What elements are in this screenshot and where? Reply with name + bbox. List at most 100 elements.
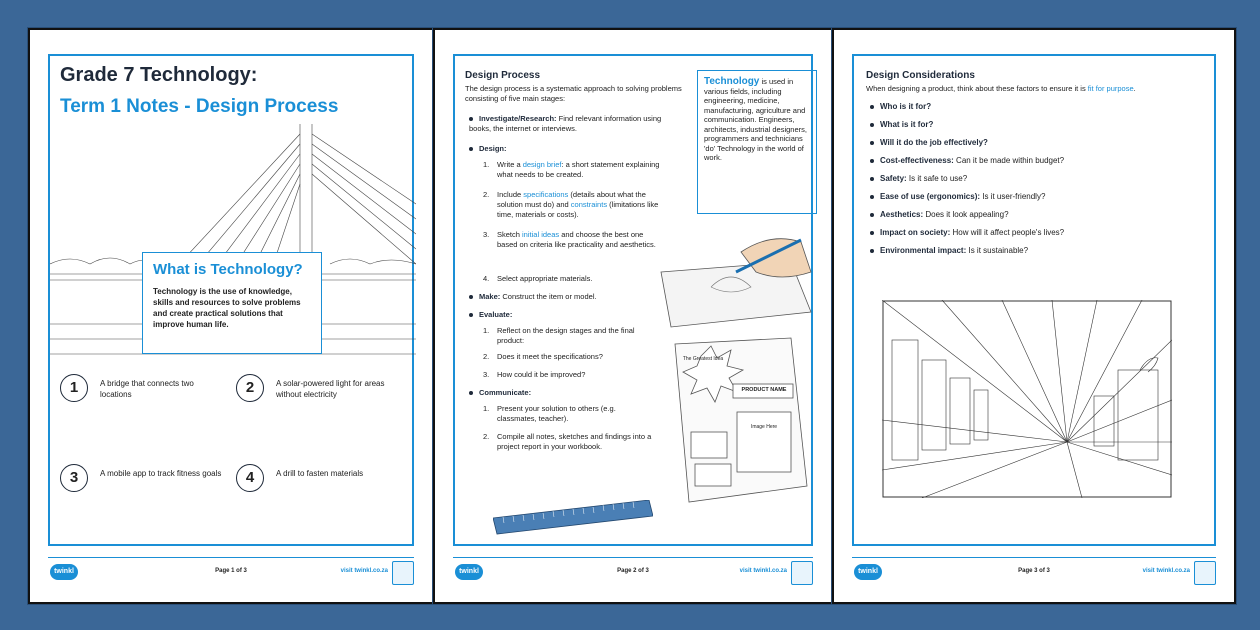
keyword: design brief — [522, 160, 562, 169]
intro-text: When designing a product, think about th… — [866, 84, 1196, 94]
item-text-part: Sketch — [497, 230, 523, 239]
bullet-icon — [870, 104, 874, 109]
page-footer: twinkl Page 2 of 3 visit twinkl.co.za — [453, 557, 813, 588]
stage-label: Design: — [479, 144, 507, 153]
item-text: Select appropriate materials. — [497, 274, 593, 283]
bullet-icon — [469, 147, 473, 152]
intro-text: The design process is a systematic appro… — [465, 84, 682, 103]
poster-burst-text: The Greatest Idea — [682, 356, 724, 362]
stage-evaluate: Evaluate: — [469, 310, 512, 320]
consideration-label: Cost-effectiveness: — [880, 156, 954, 165]
stage-label: Investigate/Research: — [479, 114, 557, 123]
box-text: Technology is the use of knowledge, skil… — [153, 287, 301, 329]
page-number: Page 1 of 3 — [215, 568, 247, 574]
item-number: 2. — [483, 190, 490, 199]
consideration-label: Who is it for? — [880, 102, 932, 111]
page-footer: twinkl Page 3 of 3 visit twinkl.co.za — [852, 557, 1216, 588]
keyword: specifications — [523, 190, 569, 199]
page-number: Page 2 of 3 — [617, 568, 649, 574]
bullet-icon — [870, 248, 874, 253]
bullet-icon — [870, 176, 874, 181]
technology-info-box: Technology is used in various fields, in… — [697, 70, 817, 214]
perspective-street-sketch — [882, 300, 1172, 498]
consideration-text: Is it user-friendly? — [980, 192, 1046, 201]
example-text: A bridge that connects two locations — [100, 379, 194, 399]
stage-label: Make: — [479, 292, 501, 301]
stage-label: Communicate: — [479, 388, 532, 397]
item-number: 3. — [483, 230, 490, 239]
page-3: Design Considerations When designing a p… — [832, 28, 1236, 604]
ruler-illustration — [493, 500, 653, 535]
consideration-label: Aesthetics: — [880, 210, 924, 219]
item-number: 1. — [483, 326, 490, 335]
footer-url: visit twinkl.co.za — [1142, 568, 1190, 574]
item-text-part: Include — [497, 190, 524, 199]
item-text: How could it be improved? — [497, 370, 586, 379]
keyword: constraints — [570, 200, 608, 209]
consideration-label: Ease of use (ergonomics): — [880, 192, 981, 201]
consideration-text: Is it safe to use? — [906, 174, 968, 183]
consideration-item: Cost-effectiveness: Can it be made withi… — [870, 156, 1064, 166]
intro-text-part: When designing a product, think about th… — [866, 84, 1088, 93]
footer-url: visit twinkl.co.za — [739, 568, 787, 574]
section-heading: Design Process — [465, 70, 541, 81]
consideration-item: Safety: Is it safe to use? — [870, 174, 967, 184]
example-number: 1 — [60, 374, 88, 402]
keyword: initial ideas — [522, 230, 560, 239]
bullet-icon — [870, 212, 874, 217]
info-box-text: is used in various fields, including eng… — [704, 77, 807, 162]
example-text: A drill to fasten materials — [276, 469, 364, 478]
item-text: Reflect on the design stages and the fin… — [497, 326, 635, 345]
bullet-icon — [870, 158, 874, 163]
poster-image-placeholder: Image Here — [750, 424, 778, 430]
stage-text: Construct the item or model. — [502, 292, 597, 301]
stage-label: Evaluate: — [479, 310, 513, 319]
consideration-text: Does it look appealing? — [923, 210, 1009, 219]
keyword: fit for purpose — [1087, 84, 1134, 93]
item-text-part: (limitations like time, materials or cos… — [497, 200, 659, 219]
consideration-item: Environmental impact: Is it sustainable? — [870, 246, 1028, 256]
item-text-part: Write a — [497, 160, 523, 169]
item-number: 2. — [483, 352, 490, 361]
bullet-icon — [469, 117, 473, 122]
consideration-item: What is it for? — [870, 120, 933, 130]
bullet-icon — [469, 313, 473, 318]
item-number: 2. — [483, 432, 490, 441]
stage-design: Design: — [469, 144, 507, 154]
consideration-item: Ease of use (ergonomics): Is it user-fri… — [870, 192, 1045, 202]
consideration-item: Aesthetics: Does it look appealing? — [870, 210, 1009, 220]
item-text: Present your solution to others (e.g. cl… — [497, 404, 616, 423]
box-title: What is Technology? — [153, 261, 303, 278]
example-number: 2 — [236, 374, 264, 402]
item-number: 1. — [483, 404, 490, 413]
example-text: A solar-powered light for areas without … — [276, 379, 385, 399]
consideration-label: What is it for? — [880, 120, 934, 129]
item-text-part: : a short statement explaining what need… — [497, 160, 660, 179]
item-text: Write a design brief: a short statement … — [497, 160, 672, 180]
item-number: 3. — [483, 370, 490, 379]
bullet-icon — [469, 391, 473, 396]
quality-badge-icon — [1194, 561, 1216, 585]
consideration-text: Is it sustainable? — [966, 246, 1029, 255]
item-text: Sketch initial ideas and choose the best… — [497, 230, 657, 250]
page-title: Grade 7 Technology: — [60, 64, 258, 86]
stage-make: Make: Construct the item or model. — [469, 292, 679, 302]
consideration-label: Environmental impact: — [880, 246, 967, 255]
page-1: Grade 7 Technology: Term 1 Notes - Desig… — [28, 28, 434, 604]
example-number: 3 — [60, 464, 88, 492]
example-number: 4 — [236, 464, 264, 492]
bullet-icon — [870, 230, 874, 235]
item-number: 4. — [483, 274, 490, 283]
item-text: Include specifications (details about wh… — [497, 190, 672, 220]
page-number: Page 3 of 3 — [1018, 568, 1050, 574]
consideration-label: Safety: — [880, 174, 907, 183]
page-footer: twinkl Page 1 of 3 visit twinkl.co.za — [48, 557, 414, 588]
item-text: Compile all notes, sketches and findings… — [497, 432, 652, 451]
bullet-icon — [469, 295, 473, 300]
section-heading: Design Considerations — [866, 70, 975, 81]
twinkl-logo: twinkl — [854, 564, 882, 580]
consideration-item: Who is it for? — [870, 102, 931, 112]
twinkl-logo: twinkl — [50, 564, 78, 580]
item-text-part: and choose the best one based on criteri… — [497, 230, 656, 249]
